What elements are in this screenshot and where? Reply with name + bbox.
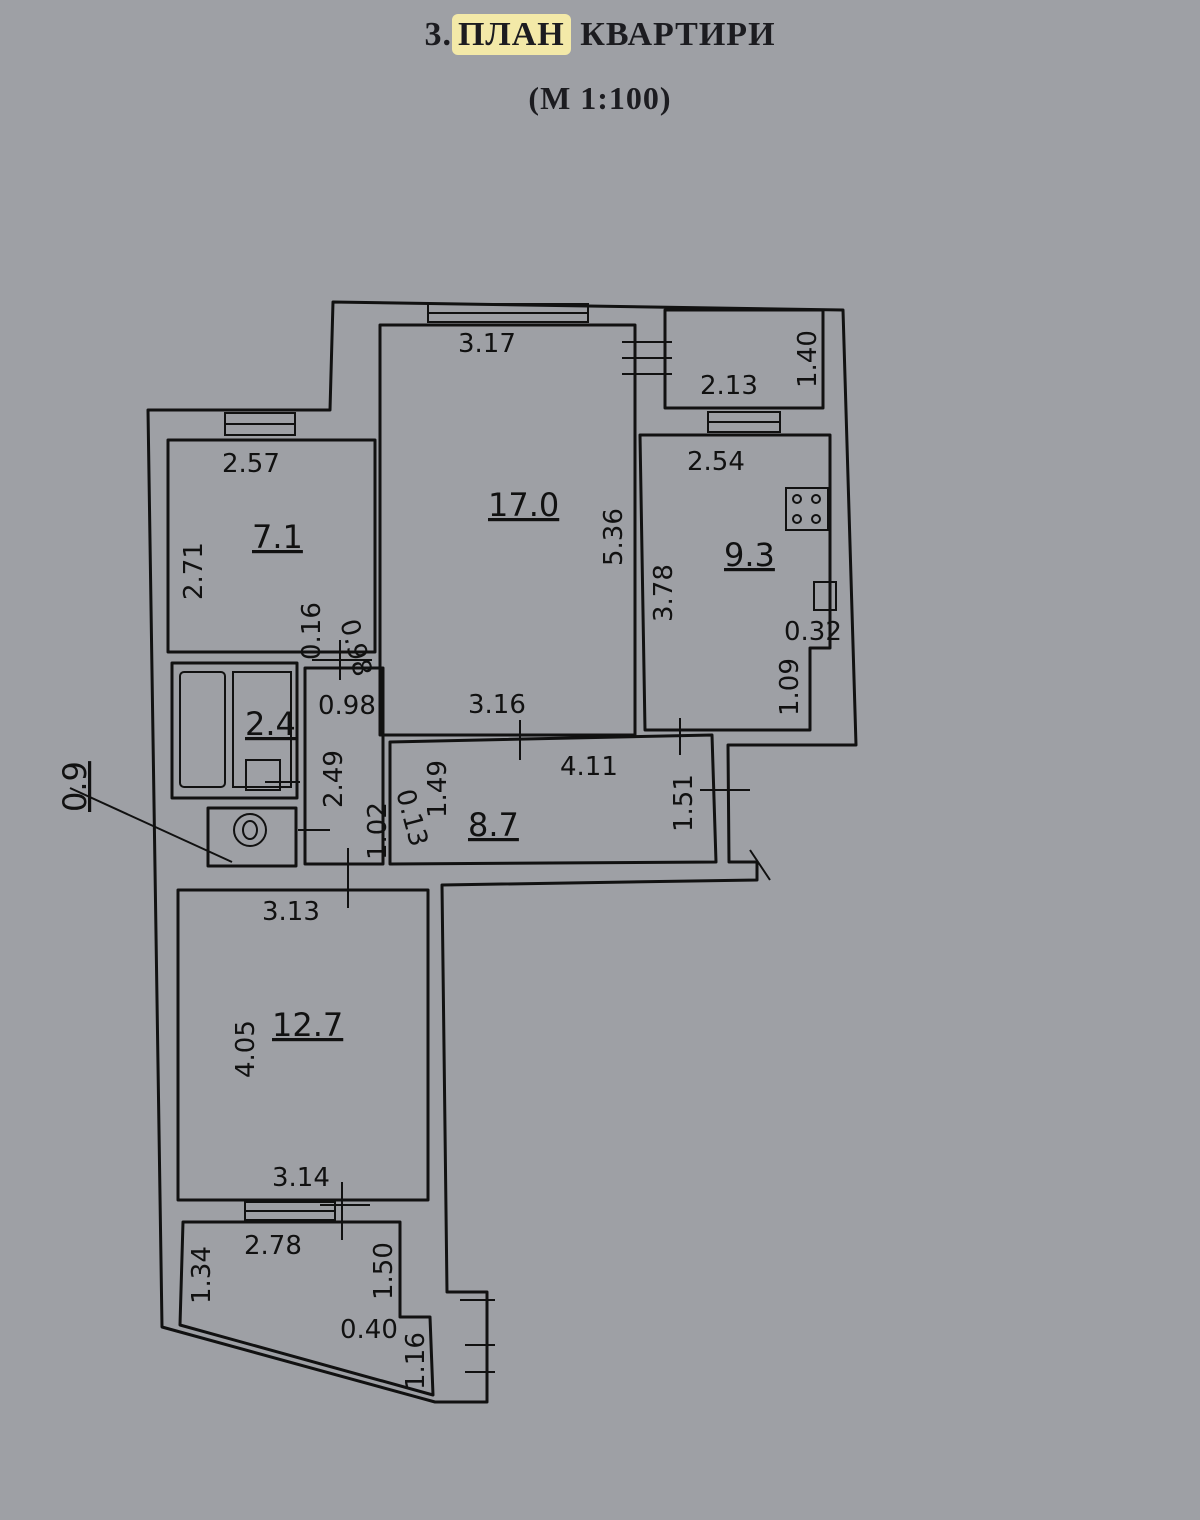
dim-kitchen-niche-w: 0.32 bbox=[784, 617, 842, 647]
area-wc: 0.9 bbox=[56, 761, 94, 812]
dim-hall-door1: 1.02 bbox=[363, 802, 393, 860]
dim-7-1-width: 2.57 bbox=[222, 449, 280, 479]
room-7-1-walls bbox=[166, 438, 377, 654]
dim-hall-width: 4.11 bbox=[560, 752, 618, 782]
door-marks bbox=[265, 341, 771, 1373]
area-7-1: 7.1 bbox=[252, 518, 303, 556]
area-bath: 2.4 bbox=[245, 705, 296, 743]
dim-12-7-bottom: 3.14 bbox=[272, 1163, 330, 1193]
dim-17-0-width: 3.17 bbox=[458, 329, 516, 359]
area-12-7: 12.7 bbox=[272, 1006, 343, 1044]
dim-hall-right: 1.51 bbox=[669, 774, 699, 832]
area-hall: 8.7 bbox=[468, 806, 519, 844]
room-17-0-walls bbox=[378, 323, 637, 737]
dim-corridor-w3: 0.98 bbox=[318, 691, 376, 721]
dim-kitchen-width: 2.54 bbox=[687, 447, 745, 477]
dim-bath-height: 2.49 bbox=[319, 750, 349, 808]
title-rest: КВАРТИРИ bbox=[580, 16, 776, 53]
page-title: 3.ПЛАН КВАРТИРИ bbox=[0, 14, 1200, 55]
title-highlight: ПЛАН bbox=[451, 14, 571, 55]
scale-label: (М 1:100) bbox=[528, 80, 672, 116]
dim-17-0-height: 5.36 bbox=[599, 508, 629, 566]
dim-balcony-bottom-step: 0.40 bbox=[340, 1315, 398, 1345]
dim-corridor-w1: 0.16 bbox=[297, 602, 327, 660]
balcony-bottom-walls bbox=[178, 1220, 435, 1397]
dim-kitchen-height: 3.78 bbox=[649, 564, 679, 622]
dim-balcony-bottom-width: 2.78 bbox=[244, 1231, 302, 1261]
area-17-0: 17.0 bbox=[488, 486, 559, 524]
sink-shape bbox=[245, 759, 281, 791]
area-kitchen: 9.3 bbox=[724, 536, 775, 574]
window-marks bbox=[224, 303, 781, 1221]
bath-inner bbox=[232, 671, 292, 788]
toilet-icon bbox=[233, 813, 267, 847]
hall-walls bbox=[388, 733, 718, 866]
corridor-walls bbox=[303, 666, 385, 866]
dim-balcony-bottom-right: 1.50 bbox=[369, 1242, 399, 1300]
bathtub-shape bbox=[179, 671, 226, 788]
dim-balcony-top-width: 2.13 bbox=[700, 371, 758, 401]
dim-balcony-top-height: 1.40 bbox=[793, 330, 823, 388]
kitchen-sink-icon bbox=[813, 581, 837, 611]
title-prefix: 3. bbox=[424, 16, 452, 53]
dim-17-0-bottom: 3.16 bbox=[468, 690, 526, 720]
dim-kitchen-niche-h: 1.09 bbox=[775, 658, 805, 716]
room-12-7-walls bbox=[176, 888, 430, 1202]
kitchen-walls bbox=[638, 433, 832, 732]
dim-12-7-width: 3.13 bbox=[262, 897, 320, 927]
dim-12-7-height: 4.05 bbox=[231, 1020, 261, 1078]
wc-leader-line bbox=[69, 787, 233, 863]
dim-balcony-bottom-tail: 1.16 bbox=[401, 1332, 431, 1390]
bath-block-walls bbox=[170, 661, 299, 800]
dim-7-1-height: 2.71 bbox=[179, 542, 209, 600]
dim-balcony-bottom-left: 1.34 bbox=[187, 1246, 217, 1304]
stove-icon bbox=[785, 487, 829, 531]
wc-walls bbox=[206, 806, 298, 868]
dim-hall-height: 1.49 bbox=[423, 760, 453, 818]
